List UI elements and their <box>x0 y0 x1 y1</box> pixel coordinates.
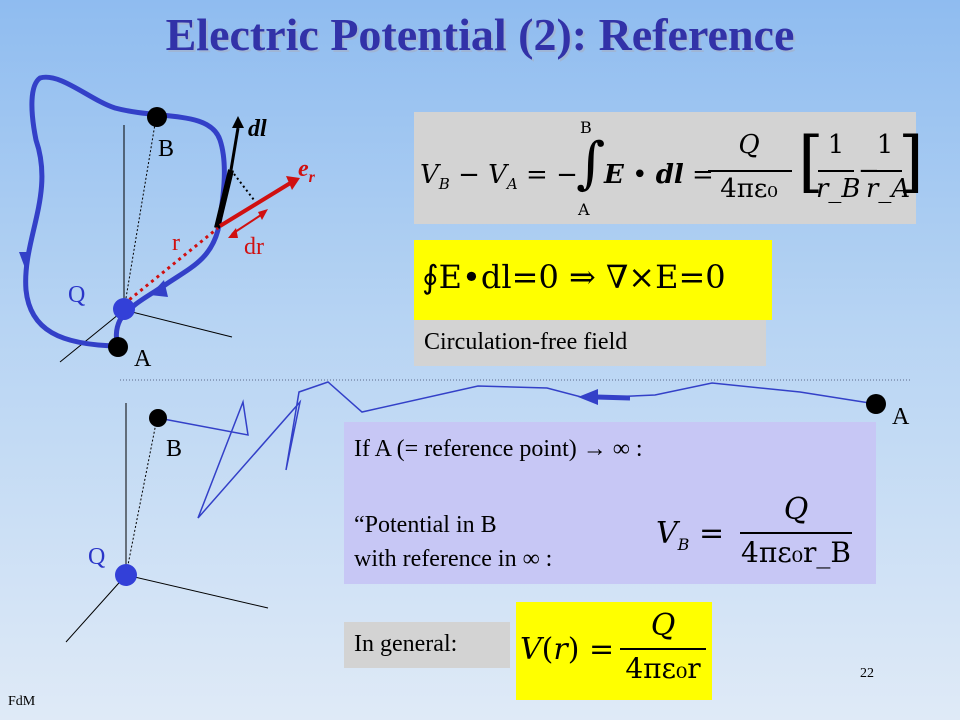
circulation-equation: ∮E•dl=0 ⇒ ∇×E=0 <box>422 258 726 296</box>
er-vector <box>218 180 294 228</box>
reference-box: If A (= reference point) → ∞ : “Potentia… <box>344 422 876 584</box>
point-B-top <box>147 107 167 127</box>
general-den: 4πε₀r <box>625 652 701 685</box>
reference-line3: with reference in ∞ : <box>354 546 553 572</box>
vb-lhs: VB = <box>656 516 725 554</box>
label-er: er <box>298 156 315 186</box>
general-num: Q <box>650 608 676 643</box>
label-Q-bottom: Q <box>88 544 106 570</box>
r-dotted-line <box>123 226 219 306</box>
label-B-top: B <box>158 136 175 162</box>
reference-line1: If A (= reference point) → ∞ : <box>354 436 643 462</box>
bottom-path-arrow <box>578 389 598 405</box>
general-equation-box: V(r) = Q 4πε₀r <box>516 602 712 700</box>
dr-vector <box>231 212 265 235</box>
vb-fraction-bar <box>740 532 852 534</box>
dl-vector <box>229 127 240 171</box>
term2-den: r_A <box>866 174 911 204</box>
potential-difference-box: VB − VA = − ∫ B A E • dl = Q 4πε₀ [ 1 r_… <box>414 112 924 224</box>
integral-sign: ∫ <box>576 131 606 196</box>
charge-Q-bottom <box>115 564 137 586</box>
path-arrow-right <box>150 280 168 297</box>
general-label-box: In general: <box>344 622 510 668</box>
eq-coef-num: Q <box>738 130 760 160</box>
reference-line2: “Potential in B <box>354 512 497 538</box>
page-number: 22 <box>860 666 874 681</box>
label-A-bottom: A <box>892 404 910 430</box>
vb-den: 4πε₀r_B <box>741 536 851 569</box>
eq-coef-bar <box>708 170 792 172</box>
footer-author: FdM <box>8 694 36 709</box>
point-A-bottom <box>866 394 886 414</box>
vb-num: Q <box>783 492 809 527</box>
label-r: r <box>172 230 180 256</box>
slide-title: Electric Potential (2): Reference <box>165 9 795 60</box>
bottom-path-to-A <box>157 381 877 519</box>
label-dr: dr <box>244 234 264 260</box>
eq-coef-den: 4πε₀ <box>720 174 778 204</box>
eq-integrand: E • dl = <box>604 160 714 190</box>
integral-lower: A <box>578 200 590 219</box>
top-axis-y <box>59 309 125 363</box>
general-lhs: V(r) = <box>520 632 615 667</box>
label-B-bottom: B <box>166 436 183 462</box>
circulation-equation-box: ∮E•dl=0 ⇒ ∇×E=0 <box>414 240 772 320</box>
term1-num: 1 <box>827 130 845 160</box>
top-axis-x <box>123 309 233 338</box>
label-dl: dl <box>248 116 267 142</box>
label-A-top: A <box>134 346 152 372</box>
dl-projection <box>230 169 255 201</box>
circulation-caption-box: Circulation-free field <box>414 320 766 366</box>
point-B-bottom <box>149 409 167 427</box>
term2-num: 1 <box>876 130 894 160</box>
integral-upper: B <box>580 118 592 137</box>
charge-Q-top <box>113 298 135 320</box>
bottom-axis-x <box>125 574 269 609</box>
bottom-axis-y <box>65 574 127 643</box>
label-Q-top: Q <box>68 282 86 308</box>
bottom-radius-B <box>125 417 158 576</box>
circulation-caption: Circulation-free field <box>424 329 628 355</box>
path-arrow-left <box>19 252 31 268</box>
general-label: In general: <box>354 631 458 657</box>
dl-segment <box>214 169 234 229</box>
term1-den: r_B <box>816 174 861 204</box>
top-radius-B <box>123 117 157 311</box>
eq-lhs: VB − VA = − <box>420 160 578 194</box>
general-fraction-bar <box>620 648 706 650</box>
point-A-top <box>108 337 128 357</box>
